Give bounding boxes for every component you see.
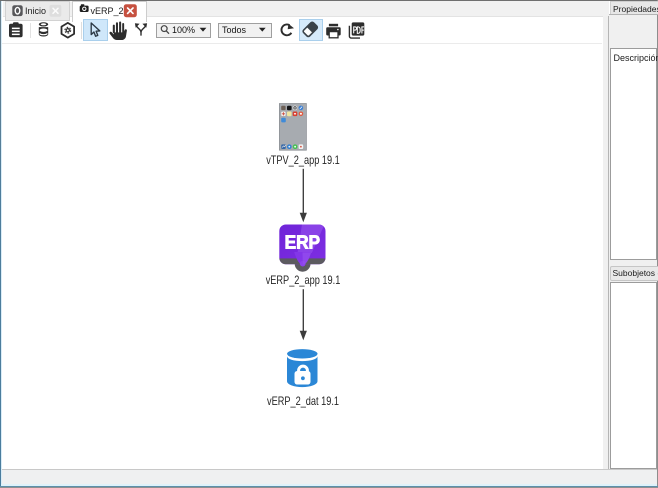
svg-text:vERP_2_dat 19.1: vERP_2_dat 19.1 xyxy=(267,396,339,408)
svg-text:vTPV_2_app 19.1: vTPV_2_app 19.1 xyxy=(266,155,340,167)
svg-text:ERP: ERP xyxy=(285,232,320,253)
svg-text:vERP_2_app 19.1: vERP_2_app 19.1 xyxy=(266,275,341,287)
